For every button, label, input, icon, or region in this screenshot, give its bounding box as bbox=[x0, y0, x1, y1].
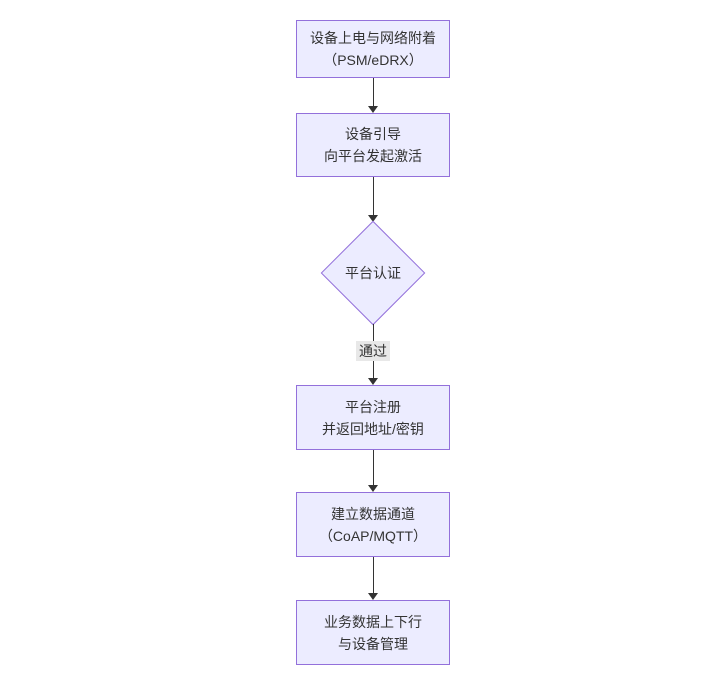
node-label-line: 业务数据上下行 bbox=[324, 613, 422, 630]
arrow-d-to-e bbox=[367, 450, 379, 492]
arrow-e-to-f bbox=[367, 557, 379, 600]
decision-node-platform-auth: 平台认证 bbox=[320, 220, 426, 326]
node-label-line: 设备上电与网络附着 bbox=[310, 30, 436, 46]
decision-label: 平台认证 bbox=[345, 265, 401, 281]
node-label-line: 设备引导 bbox=[345, 126, 401, 142]
arrow-a-to-b bbox=[367, 78, 379, 113]
node-label-line: 平台注册 bbox=[345, 398, 401, 415]
arrow-line bbox=[372, 557, 374, 593]
node-label-line: 建立数据通道 bbox=[331, 505, 415, 522]
arrow-head-icon bbox=[368, 593, 378, 600]
node-label-line: （CoAP/MQTT） bbox=[318, 527, 428, 544]
arrow-b-to-c bbox=[367, 177, 379, 222]
flow-node-platform-register: 平台注册 并返回地址/密钥 bbox=[296, 385, 450, 450]
flow-node-device-power-on: 设备上电与网络附着 （PSM/eDRX） bbox=[296, 20, 450, 78]
arrow-line bbox=[372, 450, 374, 485]
flow-node-data-channel: 建立数据通道 （CoAP/MQTT） bbox=[296, 492, 450, 557]
flow-node-business-data: 业务数据上下行 与设备管理 bbox=[296, 600, 450, 665]
arrow-head-icon bbox=[368, 106, 378, 113]
arrow-line bbox=[372, 78, 374, 106]
node-label-line: （PSM/eDRX） bbox=[323, 52, 423, 68]
arrow-head-icon bbox=[368, 215, 378, 222]
node-label-line: 与设备管理 bbox=[338, 635, 408, 652]
arrow-head-icon bbox=[368, 378, 378, 385]
node-label-line: 并返回地址/密钥 bbox=[322, 420, 424, 437]
node-label-line: 向平台发起激活 bbox=[324, 148, 422, 164]
flow-node-bootstrap-activation: 设备引导 向平台发起激活 bbox=[296, 113, 450, 177]
arrow-head-icon bbox=[368, 485, 378, 492]
edge-label-pass: 通过 bbox=[356, 341, 390, 361]
arrow-line bbox=[372, 177, 374, 215]
